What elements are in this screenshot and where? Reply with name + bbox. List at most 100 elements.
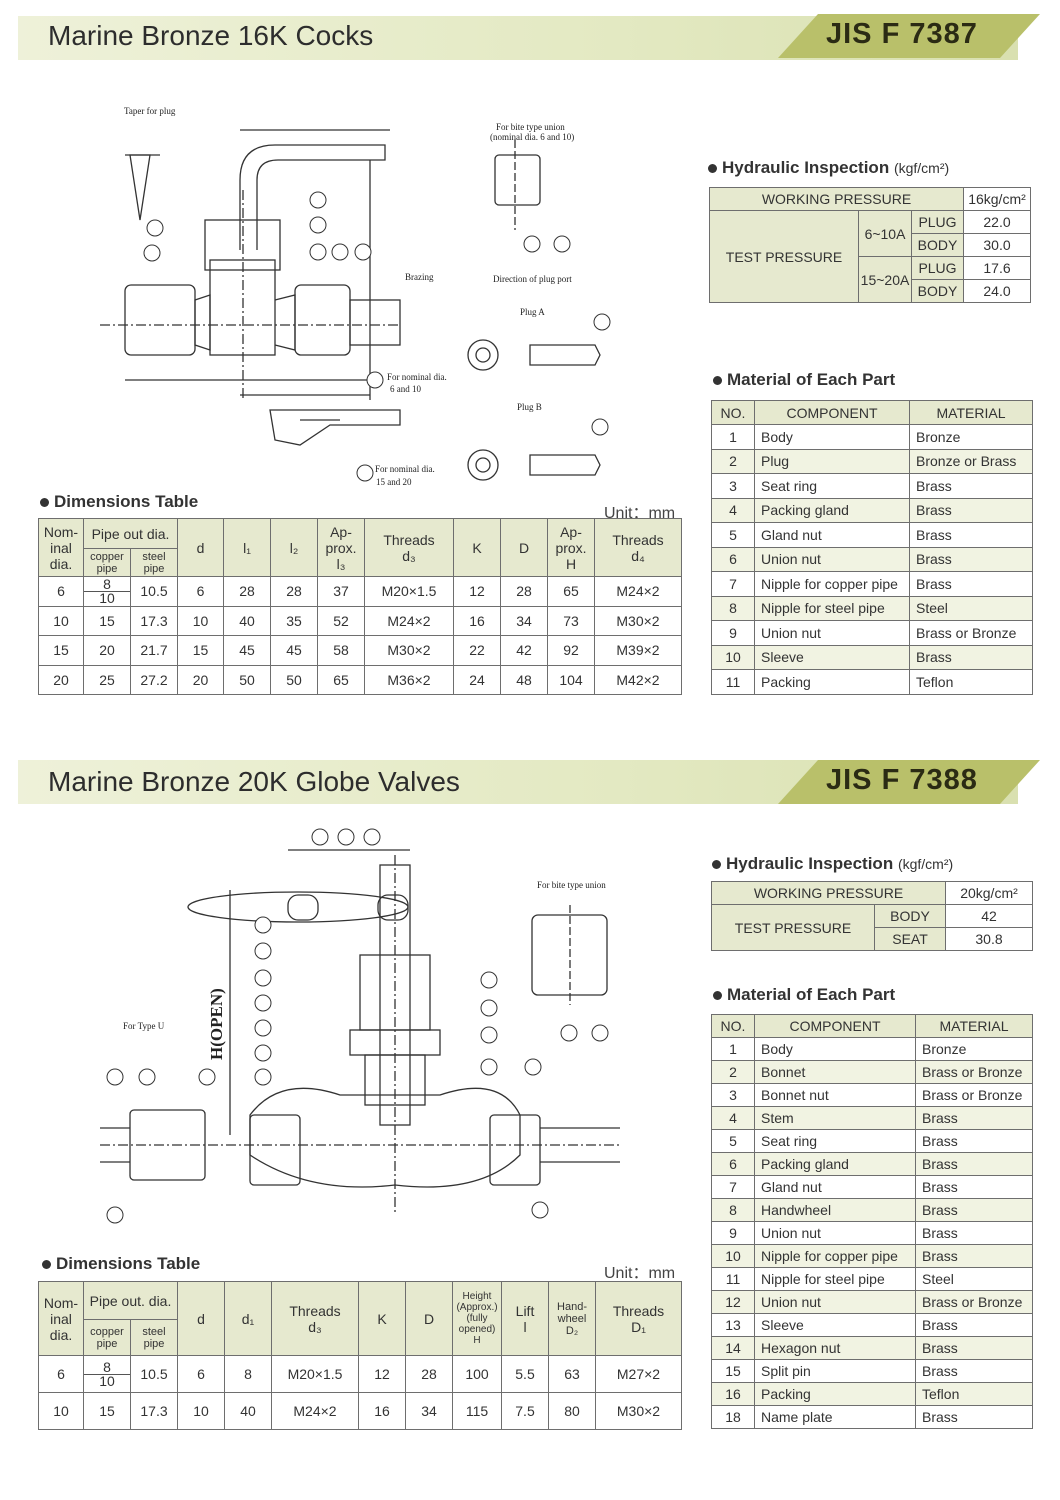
dimension-cell: M24×2 bbox=[271, 1392, 359, 1430]
section2-dimensions-heading: Dimensions Table bbox=[42, 1254, 200, 1274]
component-name: Nipple for steel pipe bbox=[754, 595, 910, 621]
section2-material-heading: Material of Each Part bbox=[713, 985, 895, 1005]
plug-b-label: Plug B bbox=[517, 402, 542, 412]
copper-pipe-lower: 10 bbox=[99, 1372, 115, 1389]
dimension-cell: M24×2 bbox=[594, 576, 682, 607]
size-range: 15~20A bbox=[858, 256, 912, 303]
dimension-cell: 45 bbox=[270, 635, 318, 666]
dimension-cell: 65 bbox=[317, 664, 365, 695]
component-name: Nipple for copper pipe bbox=[754, 571, 910, 597]
dimension-cell: 40 bbox=[223, 605, 271, 636]
dimension-cell: 63 bbox=[548, 1355, 596, 1393]
dimension-cell: 10.5 bbox=[130, 1355, 178, 1393]
part-number: 6 bbox=[711, 546, 755, 572]
part-number: 4 bbox=[711, 1106, 755, 1130]
part-number: 12 bbox=[711, 1290, 755, 1314]
part-number: 10 bbox=[711, 1244, 755, 1268]
bite-union-label: For bite type union bbox=[496, 122, 565, 132]
col-pipe-out: Pipe out. dia. bbox=[83, 1281, 178, 1320]
part-label: PLUG bbox=[911, 256, 964, 280]
dimension-cell: M36×2 bbox=[364, 664, 454, 695]
dimension-cell: 15 bbox=[83, 1392, 131, 1430]
bullet-icon bbox=[713, 376, 722, 386]
plug-a-label: Plug A bbox=[520, 307, 545, 317]
dimension-cell: 65 bbox=[547, 576, 595, 607]
dimension-cell: 28 bbox=[405, 1355, 453, 1393]
section1-hydraulic-table: WORKING PRESSURE 16kg/cm² TEST PRESSURE … bbox=[709, 187, 1031, 303]
working-pressure-label: WORKING PRESSURE bbox=[709, 187, 964, 211]
dimension-cell: 50 bbox=[270, 664, 318, 695]
component-name: Hexagon nut bbox=[754, 1336, 916, 1360]
material-name: Brass bbox=[909, 644, 1033, 670]
dimension-cell: M24×2 bbox=[364, 605, 454, 636]
dimension-cell: 45 bbox=[223, 635, 271, 666]
col-H: Ap-prox.H bbox=[547, 518, 595, 577]
col-l1: l₁ bbox=[223, 518, 271, 577]
component-name: Union nut bbox=[754, 620, 910, 646]
col-d: d bbox=[177, 1281, 225, 1356]
section1-hydraulic-heading: Hydraulic Inspection (kgf/cm²) bbox=[708, 158, 949, 178]
dimension-cell: 115 bbox=[452, 1392, 502, 1430]
dimension-cell: 24 bbox=[453, 664, 501, 695]
material-name: Brass bbox=[909, 571, 1033, 597]
dimension-cell: 28 bbox=[270, 576, 318, 607]
dimension-cell: 104 bbox=[547, 664, 595, 695]
material-name: Brass bbox=[915, 1129, 1033, 1153]
pressure-value: 17.6 bbox=[963, 256, 1031, 280]
dimension-cell: 37 bbox=[317, 576, 365, 607]
dimension-cell: M30×2 bbox=[595, 1392, 682, 1430]
dimension-cell: 35 bbox=[270, 605, 318, 636]
col-D: D bbox=[500, 518, 548, 577]
component-name: Nipple for copper pipe bbox=[754, 1244, 916, 1268]
dimension-cell: M30×2 bbox=[364, 635, 454, 666]
dimension-cell: 12 bbox=[358, 1355, 406, 1393]
dimension-cell: M20×1.5 bbox=[271, 1355, 359, 1393]
material-name: Brass or Bronze bbox=[909, 620, 1033, 646]
dimension-cell: 17.3 bbox=[130, 605, 178, 636]
dimension-cell: 20 bbox=[177, 664, 224, 695]
component-name: Body bbox=[754, 1037, 916, 1061]
dimension-cell: 28 bbox=[223, 576, 271, 607]
material-name: Brass bbox=[915, 1405, 1033, 1429]
col-d: d bbox=[177, 518, 224, 577]
col-pipe-out: Pipe out dia. bbox=[83, 518, 178, 549]
bullet-icon bbox=[42, 1260, 51, 1270]
section1-unit-label: Unit：mm bbox=[604, 505, 676, 522]
dimension-cell: M30×2 bbox=[594, 605, 682, 636]
component-name: Split pin bbox=[754, 1359, 916, 1383]
dimension-cell: 20 bbox=[38, 664, 84, 695]
size-range: 6~10A bbox=[858, 210, 912, 257]
dimension-cell: 7.5 bbox=[501, 1392, 549, 1430]
material-name: Brass bbox=[915, 1175, 1033, 1199]
material-name: Teflon bbox=[915, 1382, 1033, 1406]
dimension-cell: 6 bbox=[38, 576, 84, 607]
part-number: 11 bbox=[711, 669, 755, 695]
part-number: 7 bbox=[711, 571, 755, 597]
section2-title: Marine Bronze 20K Globe Valves bbox=[48, 766, 460, 797]
dimension-cell: 52 bbox=[317, 605, 365, 636]
part-number: 13 bbox=[711, 1313, 755, 1337]
material-name: Brass bbox=[915, 1359, 1033, 1383]
part-number: 6 bbox=[711, 1152, 755, 1176]
taper-label: Taper for plug bbox=[124, 106, 176, 116]
